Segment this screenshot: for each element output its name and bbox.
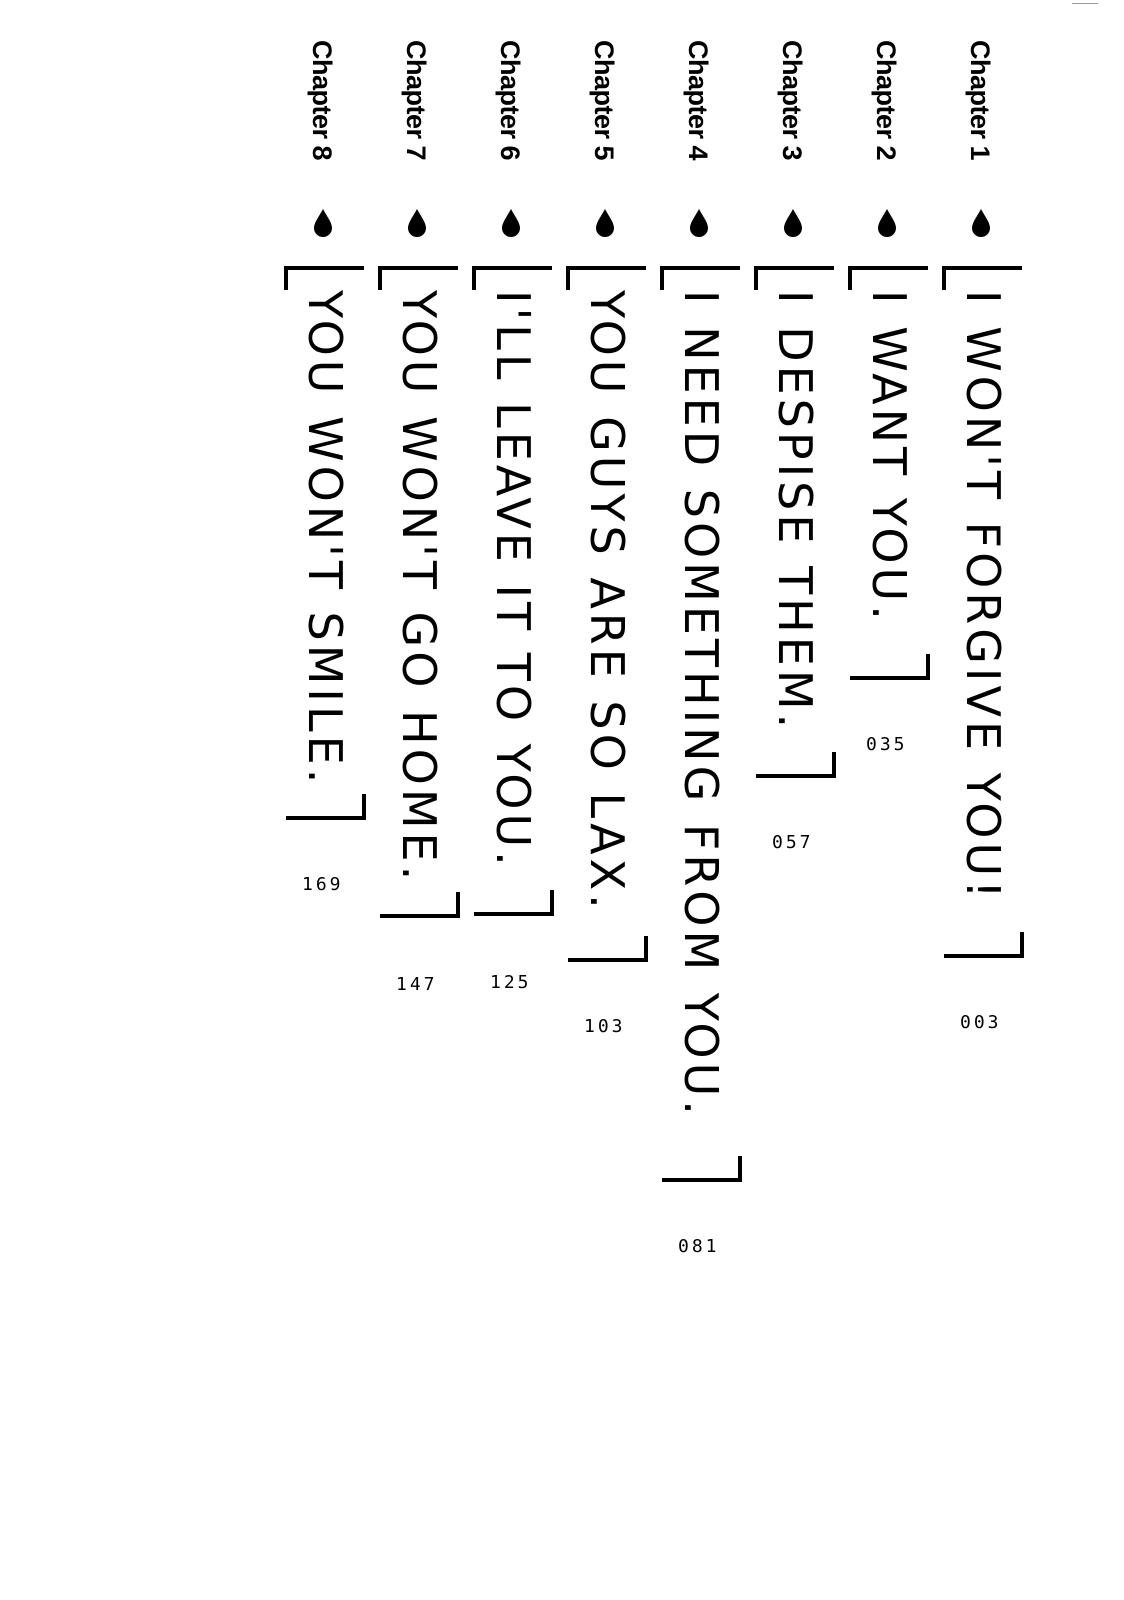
closing-bracket bbox=[944, 932, 1024, 958]
chapter-label: Chapter 5 bbox=[589, 40, 619, 161]
opening-bracket bbox=[472, 266, 552, 290]
chapter-title: YOU WON'T GO HOME. bbox=[392, 290, 446, 885]
opening-bracket bbox=[660, 266, 740, 290]
chapter-3-entry[interactable]: Chapter 3 I DESPISE THEM. 057 bbox=[752, 0, 842, 1600]
page-number: 035 bbox=[866, 734, 908, 755]
opening-bracket bbox=[754, 266, 834, 290]
chapter-label: Chapter 4 bbox=[683, 40, 713, 161]
opening-bracket bbox=[566, 266, 646, 290]
closing-bracket bbox=[850, 654, 930, 680]
closing-bracket bbox=[756, 752, 836, 778]
closing-bracket bbox=[568, 936, 648, 962]
chapter-label: Chapter 8 bbox=[307, 40, 337, 161]
chapter-1-entry[interactable]: Chapter 1 I WON'T FORGIVE YOU! 003 bbox=[940, 0, 1030, 1600]
page-number: 057 bbox=[772, 832, 814, 853]
chapter-7-entry[interactable]: Chapter 7 YOU WON'T GO HOME. 147 bbox=[376, 0, 466, 1600]
water-drop-icon bbox=[878, 209, 896, 237]
opening-bracket bbox=[284, 266, 364, 290]
closing-bracket bbox=[380, 892, 460, 918]
water-drop-icon bbox=[690, 209, 708, 237]
page-number: 125 bbox=[490, 972, 532, 993]
chapter-4-entry[interactable]: Chapter 4 I NEED SOMETHING FROM YOU. 081 bbox=[658, 0, 748, 1600]
corner-mark bbox=[1072, 3, 1098, 4]
water-drop-icon bbox=[408, 209, 426, 237]
chapter-6-entry[interactable]: Chapter 6 I'LL LEAVE IT TO YOU. 125 bbox=[470, 0, 560, 1600]
opening-bracket bbox=[378, 266, 458, 290]
closing-bracket bbox=[474, 890, 554, 916]
chapter-title: I DESPISE THEM. bbox=[768, 290, 822, 733]
water-drop-icon bbox=[502, 209, 520, 237]
closing-bracket bbox=[286, 794, 366, 820]
chapter-8-entry[interactable]: Chapter 8 YOU WON'T SMILE. 169 bbox=[282, 0, 372, 1600]
water-drop-icon bbox=[784, 209, 802, 237]
opening-bracket bbox=[942, 266, 1022, 290]
chapter-2-entry[interactable]: Chapter 2 I WANT YOU. 035 bbox=[846, 0, 936, 1600]
chapter-title: YOU GUYS ARE SO LAX. bbox=[580, 290, 634, 913]
water-drop-icon bbox=[314, 209, 332, 237]
chapter-label: Chapter 3 bbox=[777, 40, 807, 161]
chapter-label: Chapter 1 bbox=[965, 40, 995, 161]
chapter-title: I WANT YOU. bbox=[862, 290, 916, 624]
page-number: 003 bbox=[960, 1012, 1002, 1033]
chapter-5-entry[interactable]: Chapter 5 YOU GUYS ARE SO LAX. 103 bbox=[564, 0, 654, 1600]
chapter-title: I WON'T FORGIVE YOU! bbox=[956, 290, 1010, 903]
page-number: 103 bbox=[584, 1016, 626, 1037]
water-drop-icon bbox=[596, 209, 614, 237]
chapter-title: I'LL LEAVE IT TO YOU. bbox=[486, 290, 540, 870]
chapter-title: YOU WON'T SMILE. bbox=[298, 290, 352, 788]
opening-bracket bbox=[848, 266, 928, 290]
page-number: 081 bbox=[678, 1236, 720, 1257]
chapter-label: Chapter 2 bbox=[871, 40, 901, 161]
water-drop-icon bbox=[972, 209, 990, 237]
chapter-label: Chapter 6 bbox=[495, 40, 525, 161]
closing-bracket bbox=[662, 1156, 742, 1182]
chapter-label: Chapter 7 bbox=[401, 40, 431, 161]
page-number: 147 bbox=[396, 974, 438, 995]
chapter-title: I NEED SOMETHING FROM YOU. bbox=[674, 290, 728, 1119]
page-number: 169 bbox=[302, 874, 344, 895]
